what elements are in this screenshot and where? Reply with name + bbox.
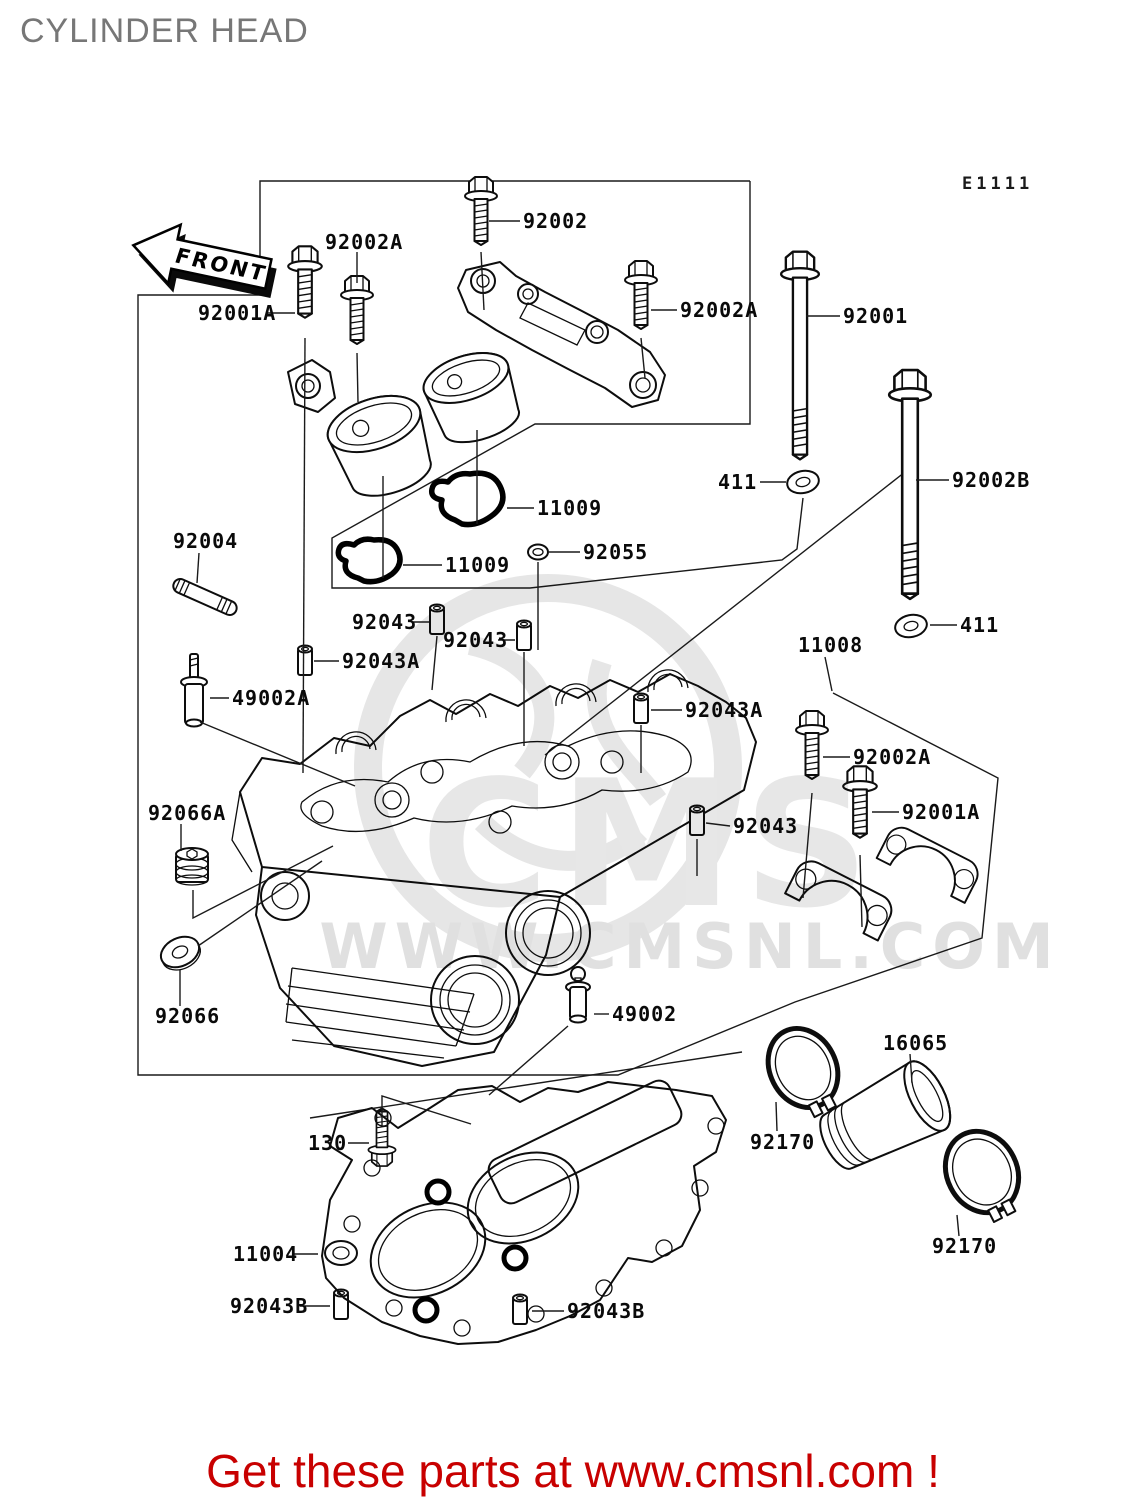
page-title: CYLINDER HEAD xyxy=(20,12,309,50)
leader-line-16065 xyxy=(909,1053,913,1084)
part-label-92043[interactable]: 92043 xyxy=(733,814,798,838)
part-bolt-92002b-long xyxy=(887,368,933,601)
part-bolt-92002a-top-right xyxy=(624,260,658,330)
leader-line-92170 xyxy=(956,1214,960,1237)
part-label-130[interactable]: 130 xyxy=(308,1131,347,1155)
part-bolt-92001a-left xyxy=(287,245,323,319)
connector-lines xyxy=(192,251,863,1126)
part-carb-holder-16065 xyxy=(819,1060,952,1170)
part-washer-411-left xyxy=(784,466,822,498)
leader-line-92004 xyxy=(196,552,200,584)
part-bolt-92002 xyxy=(464,176,498,246)
part-sensor-49002 xyxy=(565,966,591,1024)
part-camshaft-holder-cups xyxy=(287,352,520,497)
part-label-11009[interactable]: 11009 xyxy=(445,553,510,577)
part-head-gasket-11004 xyxy=(321,1079,727,1345)
part-gasket-11009-2 xyxy=(335,536,403,585)
watermark-logo-circle xyxy=(354,574,742,962)
part-label-411[interactable]: 411 xyxy=(718,470,757,494)
watermark-url: WWW.CMSNL.COM xyxy=(319,910,1060,983)
part-dowel-92043b-right xyxy=(512,1293,528,1325)
part-oring-92055 xyxy=(527,543,549,561)
part-dowel-92043a-left xyxy=(297,644,313,676)
cmsnl-banner-link[interactable]: Get these parts at www.cmsnl.com ! xyxy=(206,1445,940,1497)
watermark: CMS WWW.CMSNL.COM xyxy=(319,574,1060,983)
part-clamp-92170-right xyxy=(942,1128,1022,1223)
front-arrow-body xyxy=(131,222,273,291)
part-label-11009[interactable]: 11009 xyxy=(537,496,602,520)
part-cylinder-head-body xyxy=(231,669,757,1067)
part-camshaft-bracket xyxy=(457,261,666,408)
part-washer-92066 xyxy=(159,935,201,971)
part-label-92043[interactable]: 92043 xyxy=(443,628,508,652)
part-label-92002A[interactable]: 92002A xyxy=(853,745,931,769)
part-cam-caps xyxy=(784,826,979,942)
part-label-92170[interactable]: 92170 xyxy=(932,1234,997,1258)
part-label-92002[interactable]: 92002 xyxy=(523,209,588,233)
part-label-92055[interactable]: 92055 xyxy=(583,540,648,564)
part-label-411[interactable]: 411 xyxy=(960,613,999,637)
part-labels: 92002 92002A 92001A 92002A 92001 92002B 411 411… xyxy=(148,209,1030,1323)
part-bolt-92001-long xyxy=(779,250,821,461)
label-leader-lines xyxy=(179,220,960,1312)
leader-line-92170 xyxy=(775,1101,778,1132)
part-label-49002[interactable]: 49002 xyxy=(612,1002,677,1026)
part-stud-92004 xyxy=(172,578,238,616)
part-washer-411-right xyxy=(892,610,930,642)
part-dowel-92043-2 xyxy=(516,619,532,651)
part-label-92002B[interactable]: 92002B xyxy=(952,468,1030,492)
leader-line-92043 xyxy=(705,822,731,827)
part-label-92001A[interactable]: 92001A xyxy=(198,301,276,325)
part-label-11004[interactable]: 11004 xyxy=(233,1242,298,1266)
part-label-92043B[interactable]: 92043B xyxy=(230,1294,308,1318)
part-label-92001[interactable]: 92001 xyxy=(843,304,908,328)
part-label-11008[interactable]: 11008 xyxy=(798,633,863,657)
part-label-92043B[interactable]: 92043B xyxy=(567,1299,645,1323)
part-bolt-92002a-left xyxy=(340,275,374,345)
part-label-92004[interactable]: 92004 xyxy=(173,529,238,553)
part-label-92043[interactable]: 92043 xyxy=(352,610,417,634)
part-clamp-92170-left xyxy=(765,1026,841,1119)
diagram-code: E1111 xyxy=(962,174,1034,194)
front-arrow: FRONT xyxy=(131,222,277,298)
part-label-16065[interactable]: 16065 xyxy=(883,1031,948,1055)
part-valve-guide-49002a xyxy=(180,653,208,728)
part-label-49002A[interactable]: 49002A xyxy=(232,686,310,710)
part-label-92043A[interactable]: 92043A xyxy=(342,649,420,673)
part-dowel-92043a-right xyxy=(633,692,649,724)
part-label-92043A[interactable]: 92043A xyxy=(685,698,763,722)
watermark-brand: CMS xyxy=(421,744,880,947)
part-plug-92066a xyxy=(175,847,209,886)
part-gasket-11009-1 xyxy=(428,470,506,528)
part-label-92066[interactable]: 92066 xyxy=(155,1004,220,1028)
part-label-92002A[interactable]: 92002A xyxy=(680,298,758,322)
part-label-92002A[interactable]: 92002A xyxy=(325,230,403,254)
part-label-92001A[interactable]: 92001A xyxy=(902,800,980,824)
leader-line-11008 xyxy=(824,656,833,692)
part-label-92170[interactable]: 92170 xyxy=(750,1130,815,1154)
part-label-92066A[interactable]: 92066A xyxy=(148,801,226,825)
